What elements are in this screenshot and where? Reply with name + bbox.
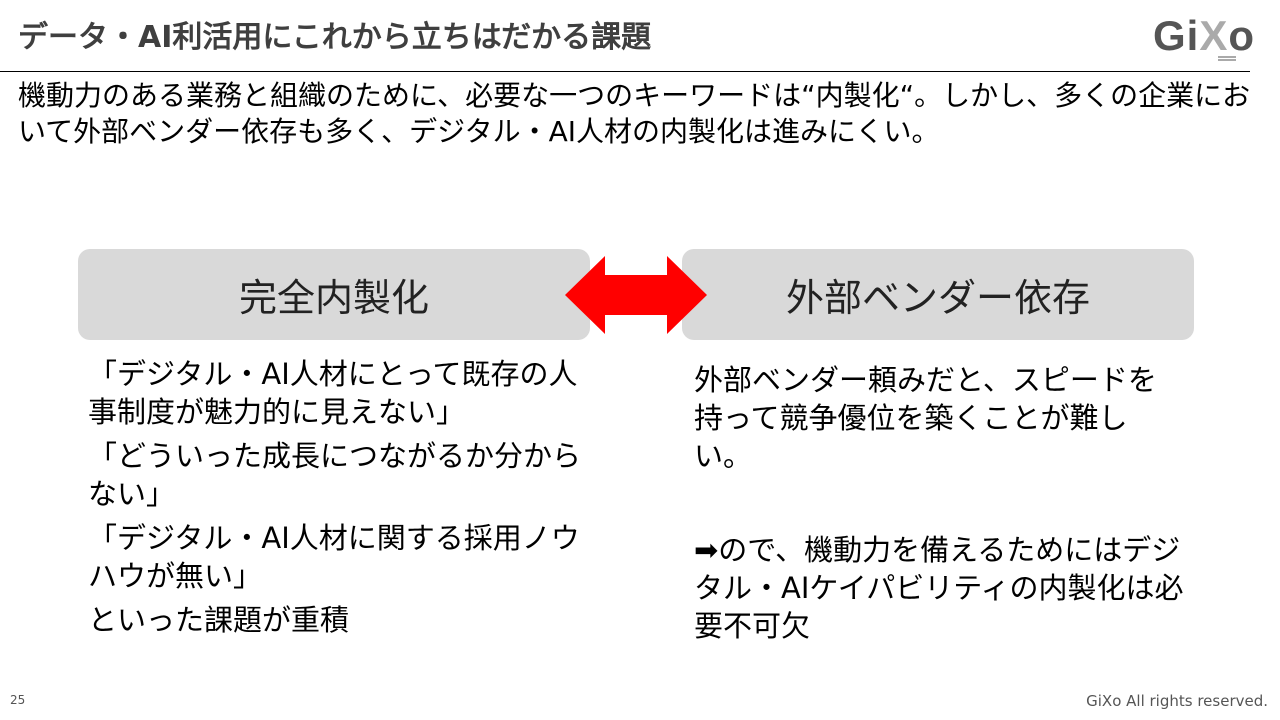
issue-item: 「デジタル・AI人材に関する採用ノウハウが無い」 — [88, 521, 580, 593]
vendor-issue: 外部ベンダー頼みだと、スピードを持って競争優位を築くことが難しい。 — [694, 363, 1157, 473]
left-issues: 「デジタル・AI人材にとって既存の人事制度が魅力的に見えない」 「どういった成長… — [88, 355, 588, 645]
full-insourcing-heading: 完全内製化 — [238, 276, 429, 320]
gixo-logo: GiXo — [1153, 12, 1256, 59]
copyright: GiXo All rights reserved. — [1086, 692, 1268, 710]
title-divider — [0, 71, 1250, 72]
issue-item: 「どういった成長につながるか分からない」 — [88, 439, 582, 511]
issue-summary: といった課題が重積 — [88, 603, 350, 637]
issue-item: 「デジタル・AI人材にとって既存の人事制度が魅力的に見えない」 — [88, 357, 578, 429]
right-text: 外部ベンダー頼みだと、スピードを持って競争優位を築くことが難しい。 ➡ので、機動… — [694, 361, 1184, 645]
full-insourcing-box: 完全内製化 — [78, 249, 590, 340]
vendor-dependence-box: 外部ベンダー依存 — [682, 249, 1194, 340]
slide-title: データ・AI利活用にこれから立ちはだかる課題 — [18, 20, 652, 55]
double-arrow-icon — [565, 256, 707, 334]
vendor-dependence-heading: 外部ベンダー依存 — [785, 276, 1090, 320]
logo-underline — [1218, 56, 1236, 61]
page-number: 25 — [10, 693, 26, 707]
intro-text: 機動力のある業務と組織のために、必要な一つのキーワードは“内製化“。しかし、多く… — [18, 79, 1251, 148]
conclusion: ➡ので、機動力を備えるためにはデジタル・AIケイパビリティの内製化は必要不可欠 — [694, 533, 1184, 643]
